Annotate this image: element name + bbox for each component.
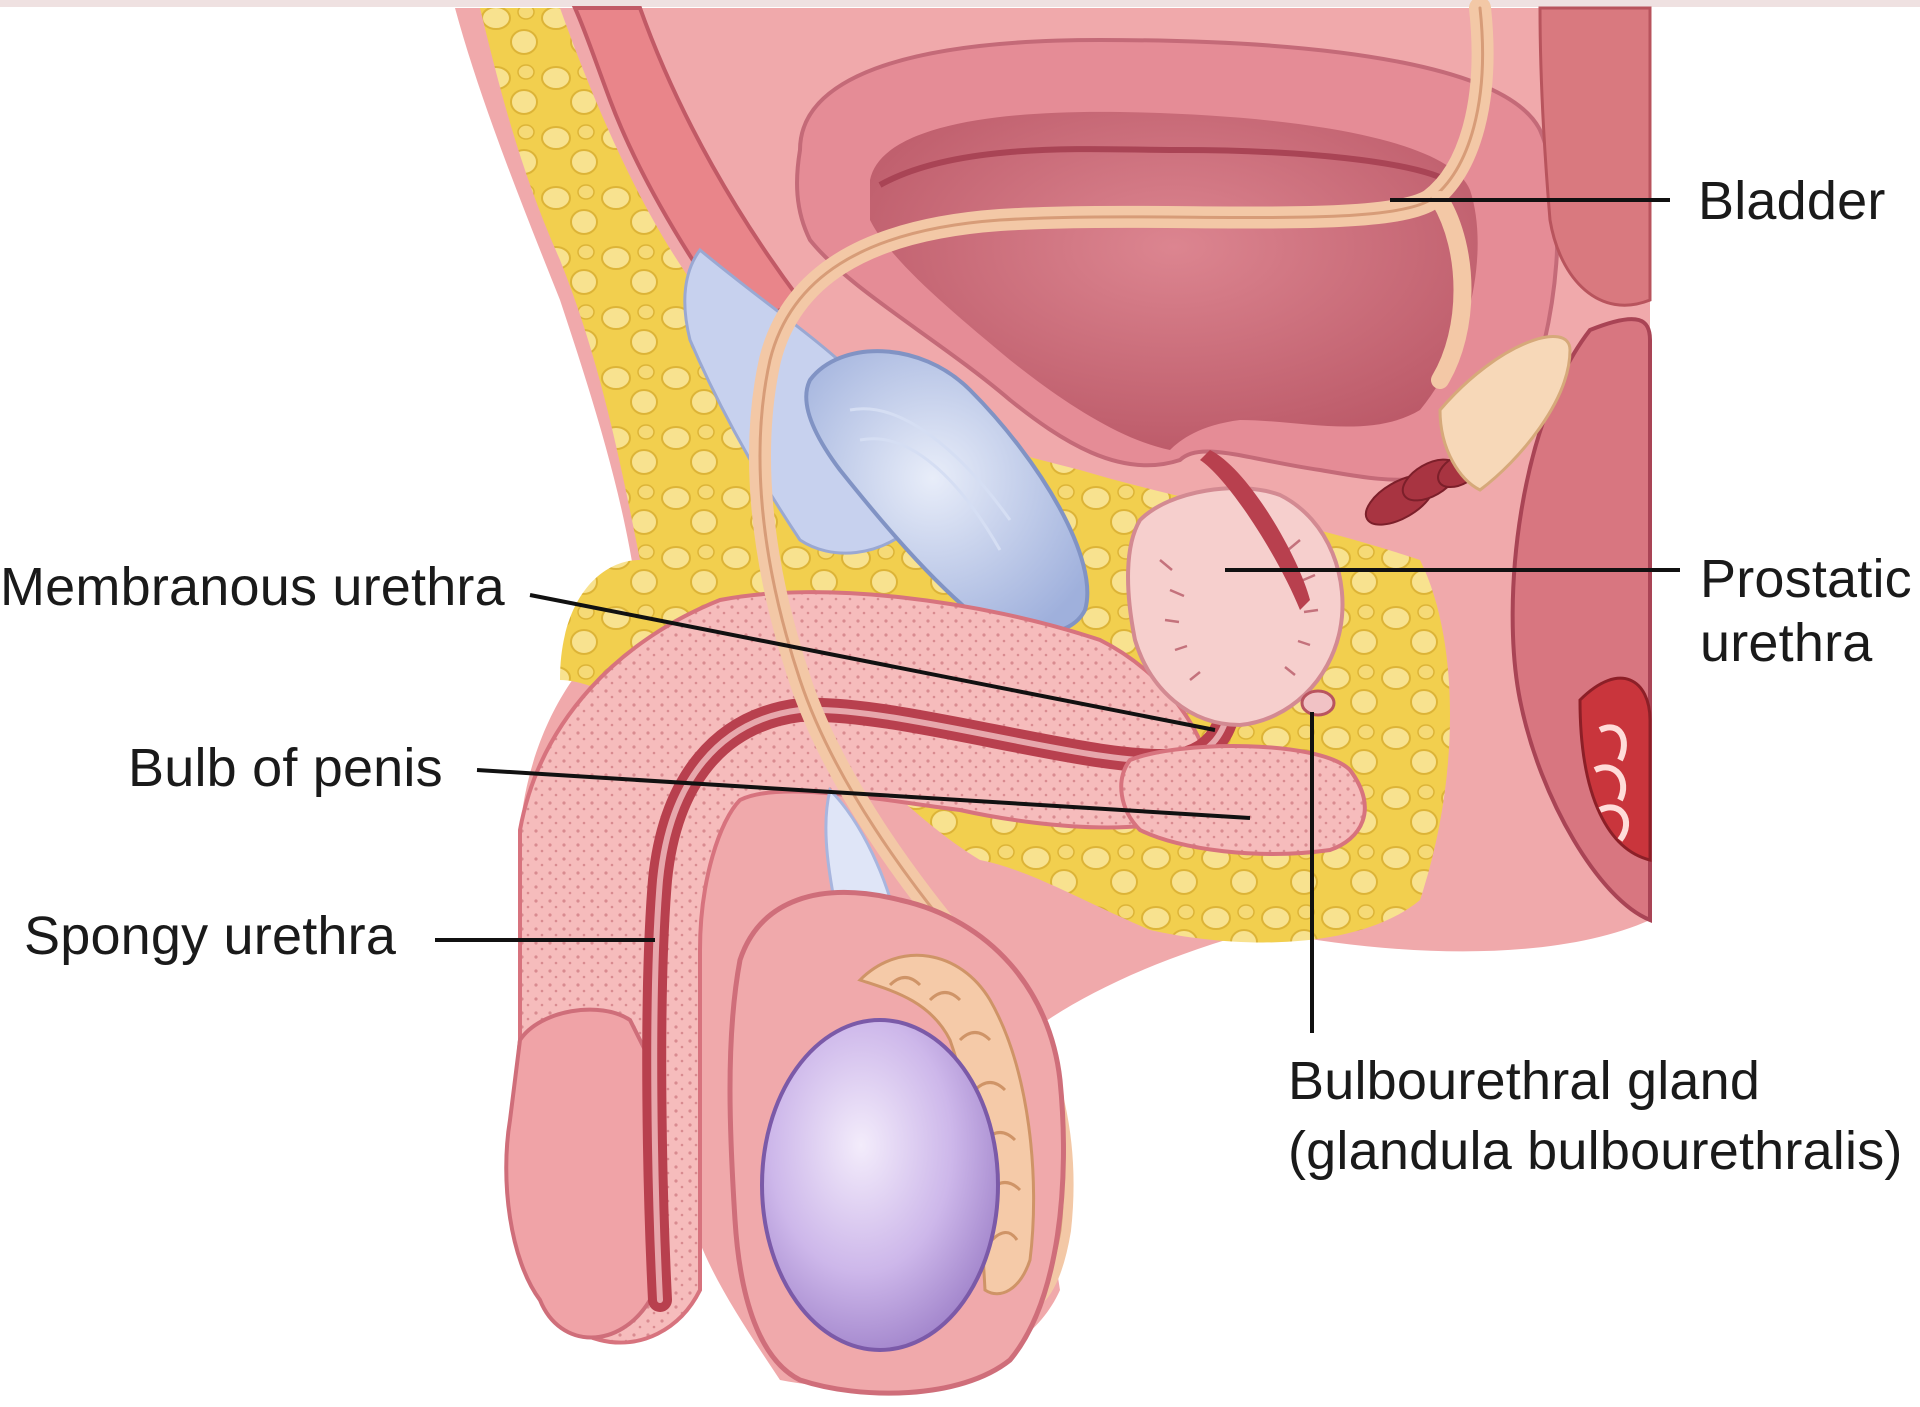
label-bulbourethral-gland-line1: Bulbourethral gland bbox=[1288, 1050, 1760, 1112]
glans bbox=[506, 1010, 650, 1338]
label-bulbourethral-gland-line2: (glandula bulbourethralis) bbox=[1288, 1120, 1903, 1182]
label-spongy-urethra: Spongy urethra bbox=[24, 905, 396, 967]
label-bulb-of-penis: Bulb of penis bbox=[128, 737, 443, 799]
prostate bbox=[1128, 488, 1342, 725]
label-bladder: Bladder bbox=[1698, 170, 1886, 232]
bulb-of-penis bbox=[1121, 746, 1365, 854]
testis bbox=[762, 1020, 998, 1350]
label-prostatic-urethra-line1: Prostatic bbox=[1700, 548, 1912, 610]
label-membranous-urethra: Membranous urethra bbox=[0, 556, 505, 618]
bulbourethral-gland bbox=[1302, 691, 1334, 715]
label-prostatic-urethra-line2: urethra bbox=[1700, 612, 1873, 674]
